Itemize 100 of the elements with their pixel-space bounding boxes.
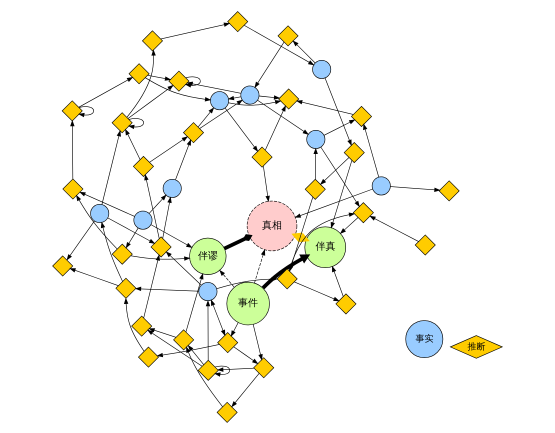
arrow	[125, 128, 140, 160]
arrow	[244, 24, 314, 65]
node-diamond	[142, 30, 163, 51]
arrow	[126, 227, 138, 248]
arrow	[320, 156, 350, 184]
node-diamond	[227, 10, 248, 32]
arrow	[102, 130, 121, 204]
legend-label: 事实	[415, 334, 434, 344]
arrow	[150, 224, 193, 248]
arrow	[66, 220, 95, 260]
arrow	[162, 196, 172, 238]
node-circle	[312, 59, 332, 78]
node-circle: 事件	[226, 281, 270, 325]
arrow	[217, 366, 254, 372]
arrow	[340, 216, 358, 234]
arrow	[228, 100, 282, 106]
node-diamond	[128, 62, 150, 84]
arrow	[148, 194, 167, 214]
node-circle	[372, 176, 391, 195]
arrow	[69, 268, 119, 286]
arrow	[78, 76, 134, 107]
arrow	[70, 119, 75, 179]
node-diamond	[138, 346, 160, 368]
arrow	[126, 48, 156, 117]
node-diamond	[217, 332, 238, 353]
arrow	[206, 299, 210, 360]
arrow	[144, 173, 160, 238]
arrow	[144, 76, 212, 101]
arrow	[175, 138, 192, 180]
arrow	[79, 191, 135, 216]
arrow	[294, 281, 340, 301]
arrow	[296, 100, 354, 114]
arrow	[186, 272, 204, 332]
arrow	[390, 186, 441, 192]
arrow	[254, 248, 266, 283]
node-diamond	[276, 268, 298, 289]
arrow	[324, 118, 356, 136]
arrow	[128, 84, 174, 118]
arrow	[228, 95, 242, 100]
arrow	[147, 329, 202, 366]
node-diamond	[335, 292, 356, 314]
arrow	[148, 328, 176, 338]
arrow	[78, 106, 94, 117]
legend-label: 推断	[467, 342, 486, 352]
arrow	[210, 298, 226, 336]
node-diamond	[62, 178, 84, 200]
node-diamond	[132, 155, 154, 176]
arrow	[324, 77, 352, 146]
node-diamond	[414, 234, 436, 256]
node-diamond	[115, 277, 136, 298]
node-diamond	[438, 180, 460, 201]
arrow	[147, 74, 172, 80]
arrow	[198, 106, 214, 127]
node-circle	[90, 204, 110, 222]
arrow	[214, 365, 230, 376]
arrow	[257, 100, 310, 134]
node-diamond	[112, 243, 133, 264]
arrow	[224, 107, 258, 152]
arrow	[231, 372, 260, 407]
node-circle: 真相	[246, 200, 298, 251]
node-diamond	[352, 202, 374, 223]
arrow	[332, 265, 344, 296]
node-diamond	[62, 100, 83, 121]
arrow	[188, 344, 204, 365]
node-circle	[306, 129, 326, 148]
arrow	[230, 322, 238, 336]
node-diamond	[278, 88, 300, 109]
arrow	[166, 250, 202, 285]
node-circle	[210, 90, 229, 110]
arrow	[265, 104, 286, 150]
arrow	[160, 22, 230, 39]
node-circle	[240, 85, 260, 104]
arrow	[149, 136, 188, 162]
arrow	[262, 254, 310, 289]
arrow	[292, 40, 316, 63]
arrow	[156, 344, 220, 357]
node-circle	[198, 282, 218, 300]
arrow	[219, 269, 234, 287]
arrow	[233, 346, 258, 364]
arrow	[294, 188, 373, 218]
arrow	[254, 41, 284, 88]
arrow	[320, 146, 360, 207]
node-diamond	[350, 105, 372, 126]
arrow	[186, 346, 223, 406]
arrow	[128, 118, 144, 129]
arrow	[363, 122, 380, 177]
node-diamond	[198, 359, 219, 380]
arrow	[252, 324, 263, 360]
arrow	[76, 194, 118, 249]
arrow	[330, 160, 352, 228]
arrow	[100, 221, 123, 282]
arrow	[258, 94, 280, 100]
arrow	[313, 147, 318, 180]
node-circle	[134, 210, 152, 230]
arrow	[369, 215, 419, 242]
arrow	[134, 286, 199, 291]
node-diamond	[112, 112, 133, 133]
arrow	[263, 165, 270, 202]
node-diamond	[344, 142, 365, 163]
connector	[224, 234, 253, 250]
